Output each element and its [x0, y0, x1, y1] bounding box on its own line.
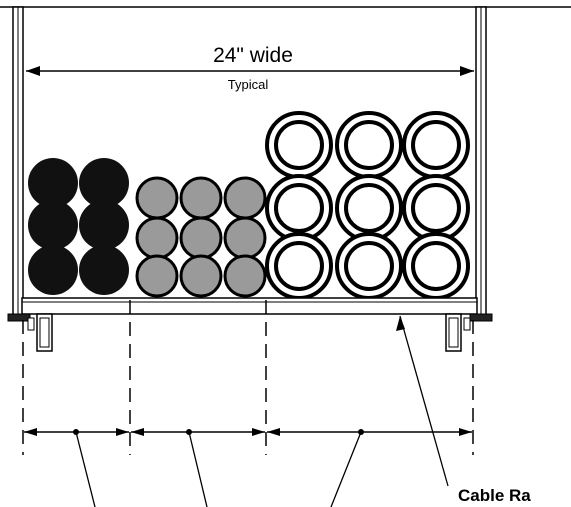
segment-arrowheads: [24, 428, 472, 436]
left-side-rail: [12, 6, 24, 321]
black-cable: [28, 158, 78, 208]
right-hanger: [445, 313, 462, 352]
black-cable: [28, 200, 78, 250]
callout-arrowhead: [396, 316, 405, 331]
black-cable: [79, 245, 129, 295]
gray-cable: [135, 216, 179, 260]
gray-cable: [223, 254, 267, 298]
gray-cable: [179, 254, 223, 298]
right-bolt: [463, 313, 493, 331]
gray-cable-group: [135, 176, 267, 298]
gray-cable: [179, 216, 223, 260]
cable-rack-label: Cable Ra: [458, 486, 531, 505]
gray-cable: [179, 176, 223, 220]
gray-cable: [223, 216, 267, 260]
width-sublabel: Typical: [228, 77, 269, 92]
hollow-cable-group: [265, 111, 470, 300]
gray-cable: [135, 176, 179, 220]
left-hanger: [36, 313, 53, 352]
black-cable-group: [28, 158, 129, 295]
dashed-extension-lines: [22, 300, 474, 455]
gray-cable: [223, 176, 267, 220]
black-cable: [79, 158, 129, 208]
left-bolt: [7, 313, 35, 331]
leader-lines: [75, 315, 449, 507]
gray-cable: [135, 254, 179, 298]
right-side-rail: [475, 6, 487, 321]
tray-bottom: [21, 297, 478, 315]
width-dimension-arrow: [26, 66, 474, 76]
black-cable: [79, 200, 129, 250]
width-label: 24" wide: [213, 44, 293, 67]
black-cable: [28, 245, 78, 295]
